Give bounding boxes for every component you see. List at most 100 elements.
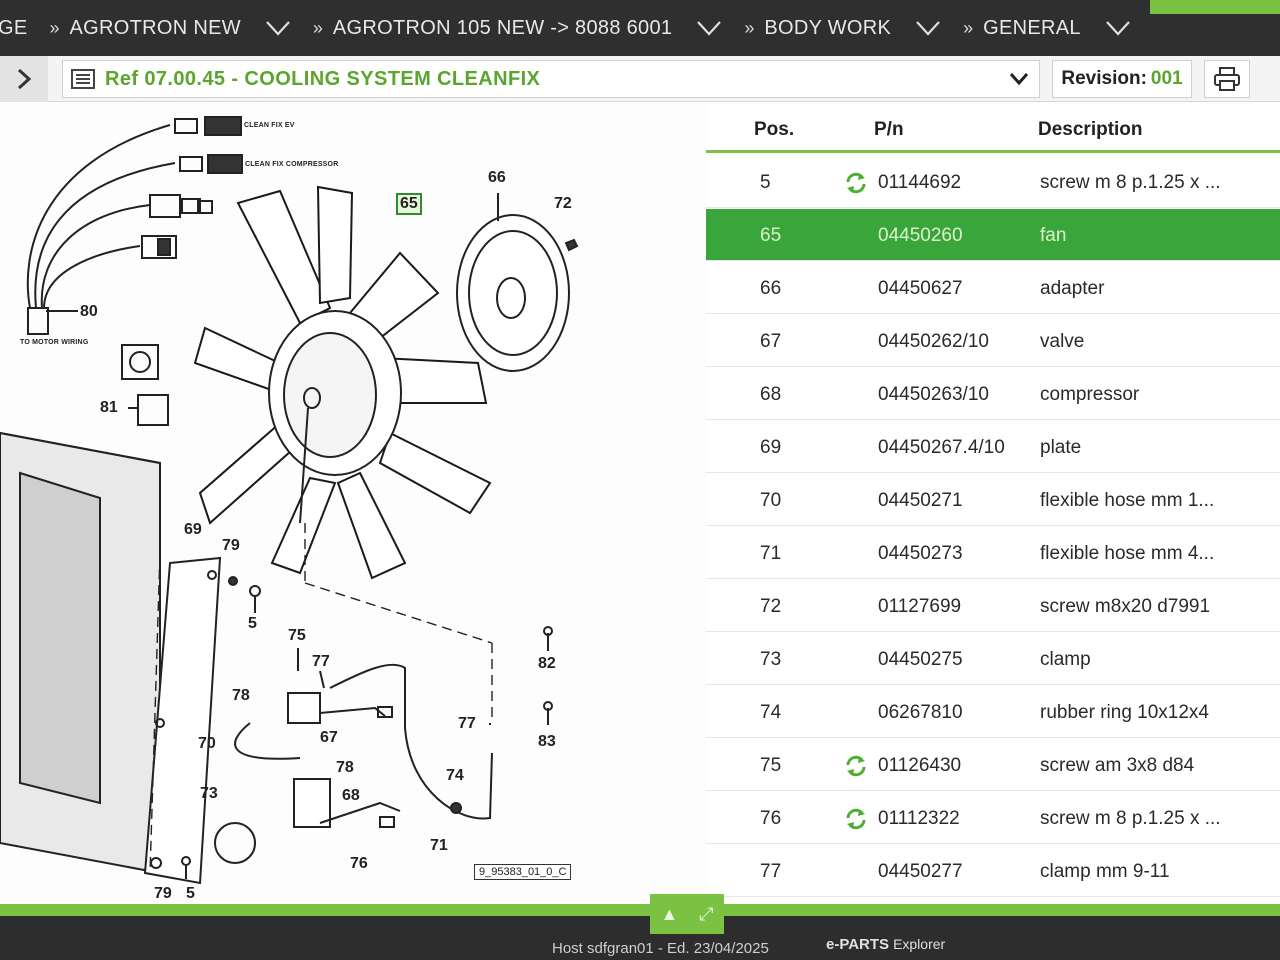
- column-header-pos[interactable]: Pos.: [754, 119, 795, 140]
- callout-72[interactable]: 72: [554, 195, 572, 212]
- cell-description: rubber ring 10x12x4: [1040, 702, 1209, 723]
- chevron-down-icon[interactable]: [915, 19, 941, 37]
- callout-81[interactable]: 81: [100, 399, 118, 416]
- parts-diagram[interactable]: 65 66 72 80 81 69 79 5 75 77 78 67 70 78…: [0, 103, 706, 915]
- reference-bar: Ref 07.00.45 - COOLING SYSTEM CLEANFIX R…: [0, 56, 1280, 102]
- wire-label-to-motor-wiring: TO MOTOR WIRING: [20, 339, 89, 346]
- chevron-down-icon[interactable]: [265, 19, 291, 37]
- breadcrumb-item-ge[interactable]: GE: [0, 17, 28, 40]
- breadcrumb-separator: »: [744, 17, 755, 38]
- collapse-up-icon[interactable]: ▲: [660, 903, 679, 924]
- callout-75[interactable]: 75: [288, 627, 306, 644]
- callout-70[interactable]: 70: [198, 735, 216, 752]
- cell-description: compressor: [1040, 384, 1140, 405]
- cell-part-number: 04450273: [878, 543, 963, 564]
- cell-part-number: 06267810: [878, 702, 963, 723]
- callout-77b[interactable]: 77: [458, 715, 476, 732]
- column-header-description[interactable]: Description: [1038, 119, 1143, 140]
- cell-part-number: 04450262/10: [878, 331, 989, 352]
- cell-pos: 75: [760, 755, 782, 776]
- revision-value: 001: [1150, 68, 1183, 89]
- cell-description: screw am 3x8 d84: [1040, 755, 1195, 776]
- cell-description: flexible hose mm 1...: [1040, 490, 1215, 511]
- callout-65[interactable]: 65: [396, 193, 422, 215]
- callout-82[interactable]: 82: [538, 655, 556, 672]
- callout-73[interactable]: 73: [200, 785, 218, 802]
- breadcrumb-label: GE: [0, 16, 28, 39]
- callout-68[interactable]: 68: [342, 787, 360, 804]
- brand-suffix: Explorer: [893, 936, 946, 952]
- cell-description: screw m 8 p.1.25 x ...: [1040, 172, 1221, 193]
- chevron-down-icon[interactable]: [696, 19, 722, 37]
- breadcrumb-item-general[interactable]: » GENERAL: [941, 17, 1131, 40]
- callout-76[interactable]: 76: [350, 855, 368, 872]
- callout-69[interactable]: 69: [184, 521, 202, 538]
- cell-pos: 76: [760, 808, 782, 829]
- session-info: Host sdfgran01 - Ed. 23/04/2025: [552, 940, 769, 957]
- cell-part-number: 04450277: [878, 861, 963, 882]
- cell-description: fan: [1040, 225, 1067, 246]
- breadcrumb-separator: »: [49, 17, 60, 38]
- reference-select[interactable]: Ref 07.00.45 - COOLING SYSTEM CLEANFIX: [62, 60, 1040, 98]
- callout-79b[interactable]: 79: [154, 885, 172, 902]
- reference-title: Ref 07.00.45 - COOLING SYSTEM CLEANFIX: [105, 67, 541, 90]
- print-button[interactable]: [1204, 60, 1250, 98]
- cell-description: clamp mm 9-11: [1040, 861, 1170, 882]
- breadcrumb-item-agrotron-new[interactable]: » AGROTRON NEW: [28, 17, 291, 40]
- printer-icon: [1214, 67, 1240, 91]
- callout-74[interactable]: 74: [446, 767, 464, 784]
- callout-80[interactable]: 80: [80, 303, 98, 320]
- footer-nav-buttons[interactable]: ▲ ⤢: [650, 894, 724, 934]
- callout-78b[interactable]: 78: [336, 759, 354, 776]
- expand-arrow-button[interactable]: [0, 56, 48, 102]
- callout-77[interactable]: 77: [312, 653, 330, 670]
- callout-78[interactable]: 78: [232, 687, 250, 704]
- sync-icon[interactable]: [844, 807, 868, 831]
- cell-part-number: 01127699: [878, 596, 962, 617]
- cell-description: screw m8x20 d7991: [1040, 596, 1211, 617]
- callout-71[interactable]: 71: [430, 837, 448, 854]
- column-header-pn[interactable]: P/n: [874, 119, 904, 140]
- sync-icon[interactable]: [844, 171, 868, 195]
- cell-description: adapter: [1040, 278, 1105, 299]
- brand-name: e-PARTS: [826, 936, 890, 953]
- breadcrumb-separator: »: [963, 17, 974, 38]
- breadcrumb-item-agrotron-105[interactable]: » AGROTRON 105 NEW -> 8088 6001: [291, 17, 722, 40]
- sync-icon[interactable]: [844, 754, 868, 778]
- callout-83[interactable]: 83: [538, 733, 556, 750]
- breadcrumb-item-body-work[interactable]: » BODY WORK: [722, 17, 941, 40]
- cell-pos: 71: [760, 543, 782, 564]
- callout-66[interactable]: 66: [488, 169, 506, 186]
- callout-5b[interactable]: 5: [186, 885, 195, 902]
- expand-icon[interactable]: ⤢: [699, 903, 714, 924]
- cell-part-number: 01144692: [878, 172, 962, 193]
- footer-accent-line: [0, 904, 1280, 916]
- chevron-down-icon[interactable]: [1009, 71, 1029, 87]
- wire-label-clean-fix-ev: CLEAN FIX EV: [244, 122, 295, 129]
- callout-5[interactable]: 5: [248, 615, 257, 632]
- cell-pos: 68: [760, 384, 782, 405]
- breadcrumb-label: AGROTRON 105 NEW -> 8088 6001: [332, 16, 673, 39]
- callout-67[interactable]: 67: [320, 729, 338, 746]
- callout-79[interactable]: 79: [222, 537, 240, 554]
- cell-part-number: 01112322: [878, 808, 960, 829]
- list-icon: [71, 69, 95, 89]
- breadcrumb-separator: »: [312, 17, 323, 38]
- chevron-down-icon[interactable]: [1105, 19, 1131, 37]
